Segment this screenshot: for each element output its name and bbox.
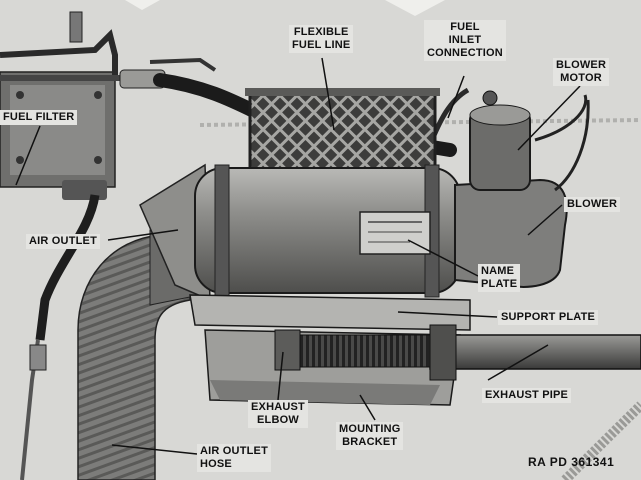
bolt (94, 91, 102, 99)
figure-code: RA PD 361341 (528, 455, 615, 469)
leader-name-plate (407, 239, 479, 277)
leader-lines (15, 57, 581, 455)
strap (561, 401, 641, 480)
exhaust-elbow-shape (274, 329, 301, 371)
support-plate-shape (189, 294, 471, 331)
label-exhaust-pipe: EXHAUST PIPE (482, 388, 572, 403)
label-support-plate: SUPPORT PLATE (498, 310, 599, 325)
label-blower-motor: BLOWER MOTOR (553, 58, 610, 86)
exhaust-coil (299, 334, 431, 368)
label-blower: BLOWER (564, 197, 621, 212)
leader-blower (527, 204, 563, 236)
drain-line (35, 194, 100, 341)
mesh-guard-frame-top (245, 88, 440, 96)
corner-tab-right (385, 0, 445, 16)
corner-tab-left (125, 0, 160, 10)
leader-mounting-bracket (359, 394, 376, 421)
heater-name-plate (359, 211, 431, 255)
label-mounting-bracket: MOUNTING BRACKET (336, 422, 404, 450)
leader-air-outlet-hose (111, 444, 198, 455)
label-flexible-fuel-line: FLEXIBLE FUEL LINE (289, 25, 354, 53)
label-exhaust-elbow: EXHAUST ELBOW (248, 400, 308, 428)
clamp-bracket (149, 57, 217, 72)
leader-fuel-filter (15, 125, 41, 186)
leader-fuel-inlet (447, 75, 465, 119)
blower-motor-cap (469, 104, 531, 126)
leader-support-plate (397, 311, 498, 318)
blower-wire (534, 94, 588, 142)
label-fuel-inlet-connection: FUEL INLET CONNECTION (424, 20, 506, 61)
cylinder-band (214, 164, 230, 298)
leader-air-outlet (107, 229, 179, 241)
label-air-outlet-hose: AIR OUTLET HOSE (197, 444, 271, 472)
drain-nut (29, 344, 47, 371)
leader-exhaust-pipe (487, 344, 549, 381)
fuel-filter-bracket-arm (0, 29, 118, 80)
label-fuel-filter: FUEL FILTER (0, 110, 78, 125)
filter-top-block (69, 11, 83, 43)
bolt (94, 156, 102, 164)
bolt (16, 156, 24, 164)
leader-exhaust-elbow (277, 351, 284, 401)
blower-wire-lower (554, 99, 590, 192)
mounting-bracket-lower (210, 380, 440, 405)
bolt (16, 91, 24, 99)
exhaust-clamp (429, 324, 457, 381)
label-air-outlet: AIR OUTLET (26, 234, 100, 249)
label-name-plate: NAME PLATE (478, 264, 521, 292)
blower-knob (482, 90, 498, 106)
fuel-filter-bowl (62, 180, 107, 200)
leader-flexible-fuel-line (321, 57, 335, 131)
fuel-filter-face (10, 85, 105, 175)
leader-blower-motor (517, 85, 581, 151)
